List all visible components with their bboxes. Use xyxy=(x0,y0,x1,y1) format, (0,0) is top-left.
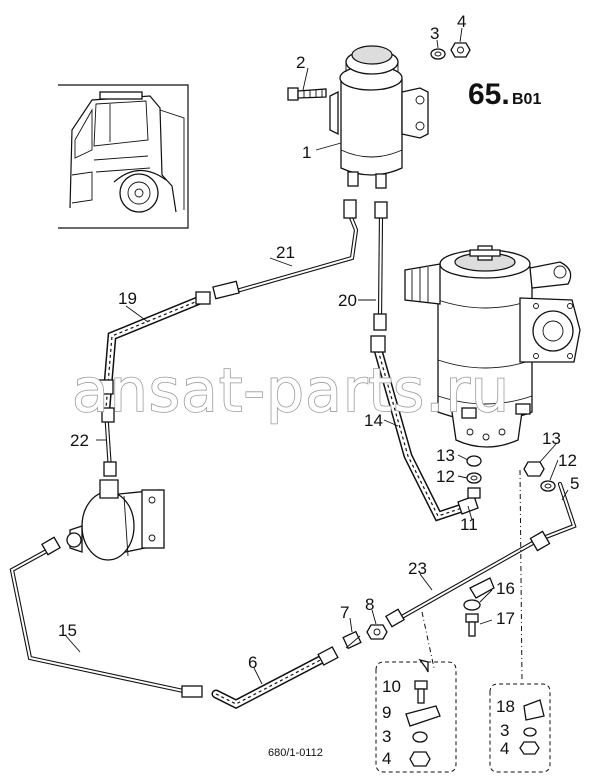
pipe-22 xyxy=(101,407,117,477)
hose-6 xyxy=(211,646,339,710)
detail-left-label-3: 3 xyxy=(382,727,391,746)
reference-line-right xyxy=(519,469,523,683)
detail-left-label-10: 10 xyxy=(382,677,401,696)
detail-box-right xyxy=(489,683,551,773)
detail-box-left xyxy=(375,658,457,773)
callout-8: 8 xyxy=(365,595,374,614)
callout-12-right: 12 xyxy=(558,451,577,470)
callout-6: 6 xyxy=(248,653,257,672)
callout-15: 15 xyxy=(58,621,77,640)
callout-labels: 1 2 3 4 5 6 7 8 11 12 12 13 13 14 15 16 … xyxy=(58,12,579,768)
diagram-subtitle: B01 xyxy=(512,91,541,108)
callout-4: 4 xyxy=(457,12,466,31)
drawing-number: 680/1-0112 xyxy=(268,747,323,759)
callout-19: 19 xyxy=(118,289,137,308)
oil-reservoir xyxy=(329,45,429,189)
steering-gear xyxy=(404,245,581,448)
callout-14: 14 xyxy=(364,411,383,430)
callout-13-right: 13 xyxy=(542,429,561,448)
bolt-17 xyxy=(465,613,479,637)
callout-1: 1 xyxy=(302,143,311,162)
reference-line-left xyxy=(421,611,435,669)
diagram-title: 65. xyxy=(468,78,510,111)
bolt-2 xyxy=(287,87,327,101)
hydraulic-pump xyxy=(66,479,165,561)
watermark: ansat-parts.ru xyxy=(72,356,510,426)
callout-17: 17 xyxy=(496,609,515,628)
callout-23: 23 xyxy=(408,559,427,578)
callout-11: 11 xyxy=(460,515,478,534)
callout-21: 21 xyxy=(276,243,295,262)
callout-2: 2 xyxy=(296,53,305,72)
detail-right-label-4: 4 xyxy=(500,739,509,758)
detail-right-label-18: 18 xyxy=(496,697,515,716)
callout-13-left: 13 xyxy=(436,446,455,465)
callout-22: 22 xyxy=(70,431,89,450)
union-7 xyxy=(342,630,362,650)
pipe-15 xyxy=(9,536,203,698)
washer-3 xyxy=(430,48,446,60)
pipe-23 xyxy=(385,481,577,628)
pipe-20 xyxy=(373,201,388,331)
washer-16 xyxy=(463,599,481,611)
nut-8 xyxy=(366,624,388,640)
callout-16: 16 xyxy=(496,579,515,598)
detail-right-label-3: 3 xyxy=(500,721,509,740)
callout-20: 20 xyxy=(338,291,357,310)
callout-12-left: 12 xyxy=(436,467,455,486)
hose-19 xyxy=(98,291,211,413)
detail-left-label-4: 4 xyxy=(382,749,391,768)
detail-left-label-9: 9 xyxy=(382,703,391,722)
hose-14 xyxy=(370,335,479,522)
callout-5: 5 xyxy=(570,474,579,493)
washers-12-13-right xyxy=(523,461,556,492)
washers-12-13-left xyxy=(466,455,482,499)
nut-4 xyxy=(450,42,471,58)
callout-7: 7 xyxy=(340,603,349,622)
truck-inset xyxy=(58,84,189,229)
leader-lines xyxy=(65,27,569,685)
pipe-21 xyxy=(212,199,359,300)
callout-3: 3 xyxy=(430,24,439,43)
